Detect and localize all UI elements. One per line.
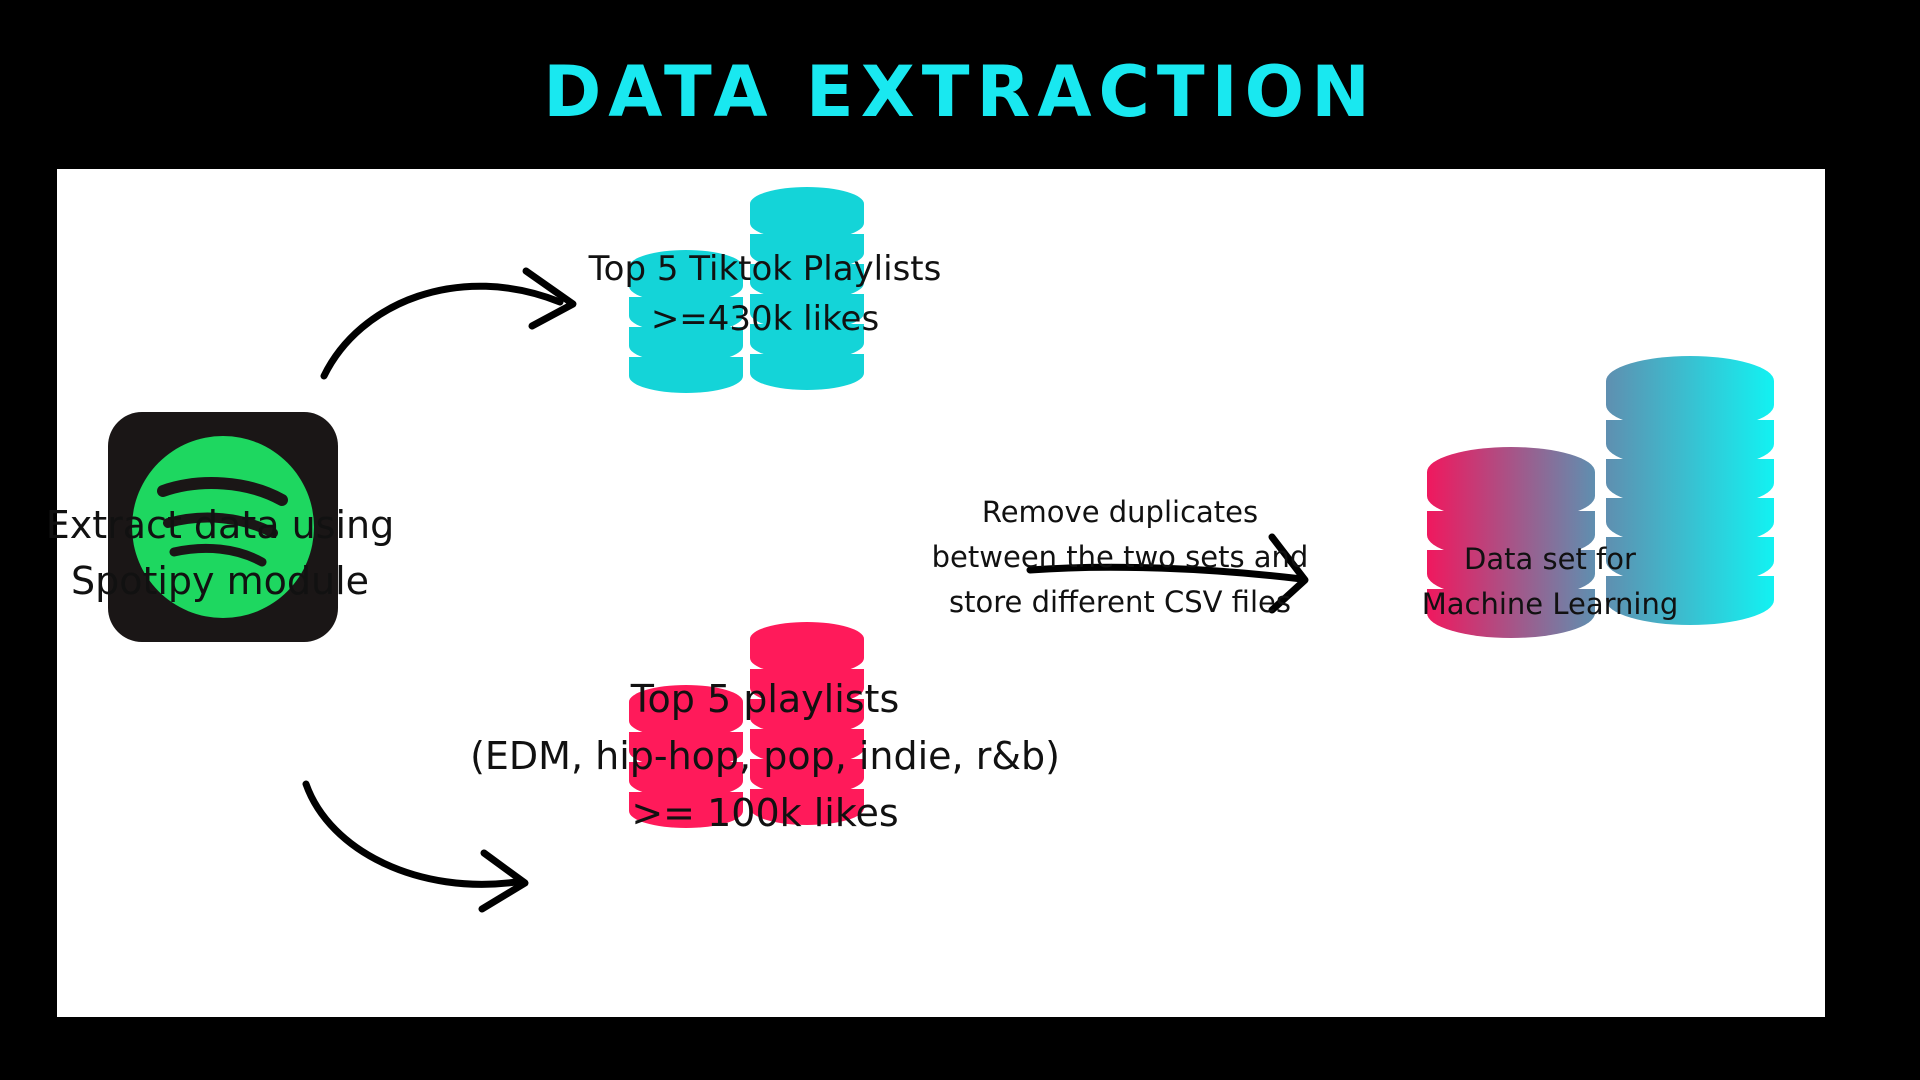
spotify-label-line: Extract data using xyxy=(45,503,395,547)
database-layer xyxy=(750,789,864,825)
tiktok-database-large-icon xyxy=(750,187,864,390)
spotify-logo-icon xyxy=(108,412,338,642)
spotify-label: Extract data using Spotipy module xyxy=(40,497,400,609)
database-top xyxy=(1606,356,1774,406)
database-top xyxy=(629,685,743,719)
database-layer xyxy=(629,792,743,828)
database-layer xyxy=(1606,420,1774,469)
database-layer xyxy=(750,699,864,735)
process-label: Remove duplicates between the two sets a… xyxy=(900,490,1340,625)
database-layer xyxy=(750,669,864,705)
database-layer xyxy=(629,732,743,768)
process-label-line: between the two sets and xyxy=(931,540,1309,574)
arrow-to-dataset xyxy=(1026,533,1309,614)
database-top xyxy=(750,622,864,656)
database-top xyxy=(750,187,864,221)
tiktok-label-line: >=430k likes xyxy=(650,299,880,339)
database-layer xyxy=(1427,589,1595,638)
arrow-to-tiktok xyxy=(320,267,577,380)
database-layer xyxy=(629,762,743,798)
database-layer xyxy=(750,354,864,390)
database-layer xyxy=(1606,576,1774,625)
playlist-database-large-icon xyxy=(750,622,864,825)
dataset-database-small-icon xyxy=(1427,447,1595,638)
database-layer xyxy=(629,357,743,393)
database-layer xyxy=(750,264,864,300)
database-layer xyxy=(1606,537,1774,586)
spotify-label-line: Spotipy module xyxy=(70,559,370,603)
database-layer xyxy=(1606,459,1774,508)
database-layer xyxy=(750,294,864,330)
database-layer xyxy=(629,327,743,363)
database-layer xyxy=(1427,511,1595,560)
tiktok-label: Top 5 Tiktok Playlists >=430k likes xyxy=(560,244,970,344)
database-layer xyxy=(750,234,864,270)
database-top xyxy=(629,250,743,284)
dataset-label-line: Machine Learning xyxy=(1421,587,1679,621)
database-top xyxy=(1427,447,1595,497)
process-label-line: store different CSV files xyxy=(949,585,1291,619)
database-layer xyxy=(1606,498,1774,547)
database-layer xyxy=(1427,550,1595,599)
database-layer xyxy=(750,729,864,765)
page-title: DATA EXTRACTION xyxy=(543,51,1377,133)
dataset-label: Data set for Machine Learning xyxy=(1400,537,1700,627)
genres-label-line: (EDM, hip-hop, pop, indie, r&b) xyxy=(470,734,1060,778)
tiktok-database-small-icon xyxy=(629,250,743,393)
genres-label-line: Top 5 playlists xyxy=(630,677,900,721)
database-layer xyxy=(629,297,743,333)
arrow-to-genres xyxy=(302,780,529,913)
dataset-label-line: Data set for xyxy=(1464,542,1636,576)
genres-label-line: >= 100k likes xyxy=(631,791,899,835)
process-label-line: Remove duplicates xyxy=(981,495,1259,529)
database-layer xyxy=(750,759,864,795)
tiktok-label-line: Top 5 Tiktok Playlists xyxy=(588,249,942,289)
genres-label: Top 5 playlists (EDM, hip-hop, pop, indi… xyxy=(460,671,1070,842)
playlist-database-small-icon xyxy=(629,685,743,828)
dataset-database-large-icon xyxy=(1606,356,1774,625)
database-layer xyxy=(750,324,864,360)
